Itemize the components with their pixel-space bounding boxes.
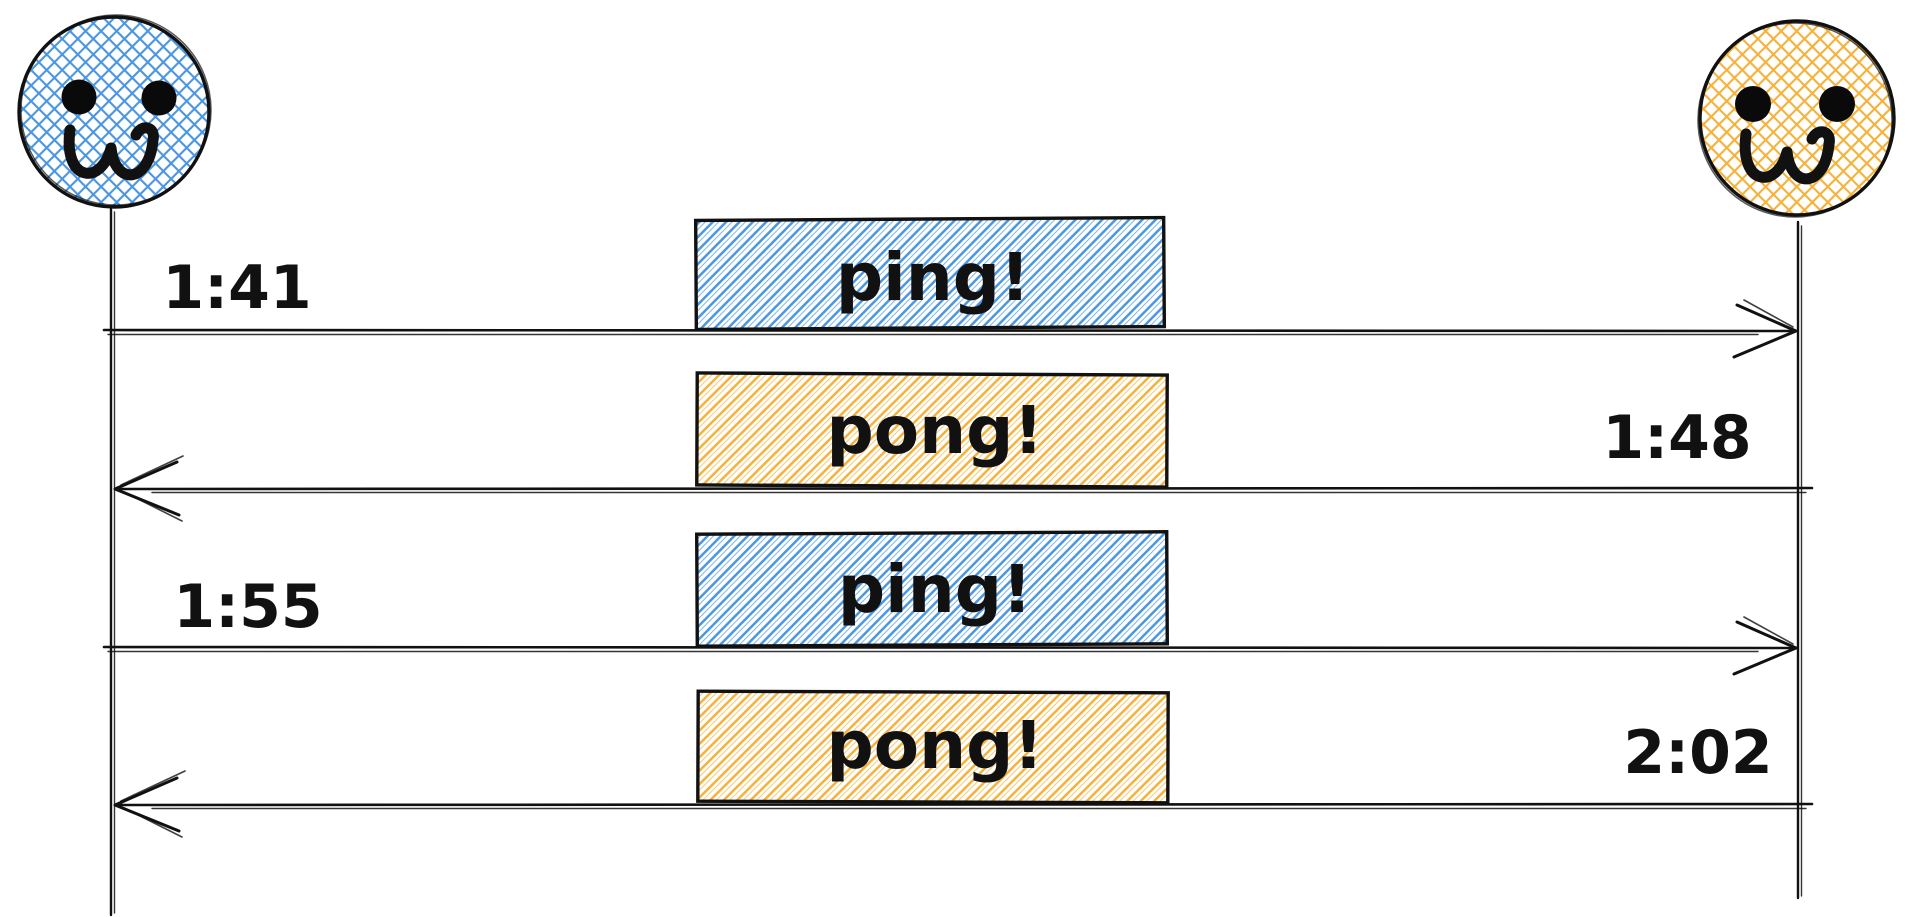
right-actor-eye: [1735, 86, 1771, 122]
message-2-label: pong!: [827, 392, 1044, 469]
arrow-head-left-icon: [113, 776, 181, 833]
message-2-pong: pong! 1:48: [113, 371, 1814, 522]
message-3-timestamp: 1:55: [173, 572, 322, 642]
message-4-box: [696, 689, 1170, 805]
message-3-box: [695, 530, 1169, 648]
right-actor-face-sketch-stroke: [1697, 22, 1893, 218]
arrow-head-right-icon: [1732, 620, 1798, 676]
message-3-ping: ping! 1:55: [102, 530, 1798, 676]
left-actor-face: [17, 15, 211, 209]
message-3-label: ping!: [838, 551, 1032, 628]
message-1-arrow: [102, 299, 1798, 359]
message-1-ping: ping! 1:41: [102, 215, 1798, 359]
message-3-arrow: [102, 616, 1798, 676]
message-1-timestamp: 1:41: [162, 253, 311, 323]
message-4-pong: pong! 2:02: [113, 689, 1814, 838]
left-actor-face-sketch-stroke: [20, 14, 212, 206]
arrow-head-right-icon: [1732, 303, 1798, 359]
arrow-head-left-icon: [113, 460, 181, 517]
message-2-box: [695, 371, 1169, 489]
left-lifeline: [109, 207, 116, 917]
message-1-label: ping!: [836, 239, 1030, 316]
left-actor: [17, 14, 212, 209]
right-actor-face: [1698, 19, 1896, 217]
left-actor-eye: [141, 80, 177, 116]
message-4-timestamp: 2:02: [1623, 718, 1772, 788]
right-lifeline: [1796, 220, 1803, 900]
message-2-timestamp: 1:48: [1602, 403, 1751, 473]
right-actor: [1697, 19, 1896, 218]
message-2-arrow: [113, 455, 1814, 522]
right-actor-eye: [1819, 86, 1855, 122]
message-1-box: [693, 215, 1167, 332]
left-actor-eye: [61, 79, 97, 115]
message-4-label: pong!: [827, 707, 1044, 784]
message-4-arrow: [113, 770, 1814, 838]
